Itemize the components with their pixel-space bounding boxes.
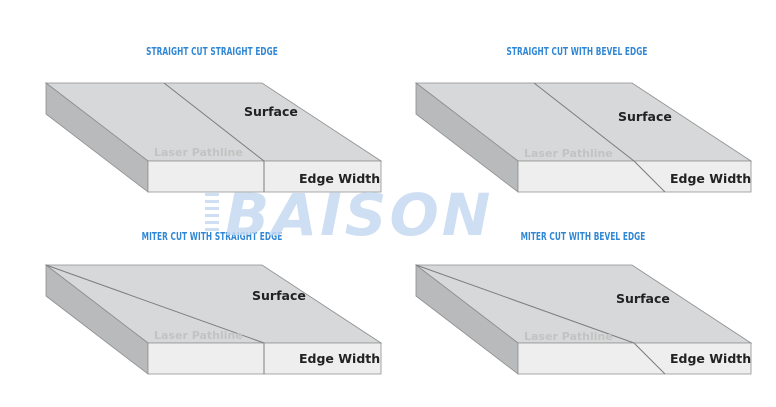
diagram-straight-cut-bevel-edge: Surface Laser Pathline Edge Width <box>414 82 753 193</box>
laser-pathline-label: Laser Pathline <box>154 146 243 159</box>
laser-pathline <box>415 264 635 344</box>
diagram-straight-cut-straight-edge: Surface Laser Pathline Edge Width <box>44 82 383 193</box>
laser-pathline-label: Laser Pathline <box>154 329 243 342</box>
watermark-text: BAISON <box>225 183 493 243</box>
laser-pathline <box>163 82 265 162</box>
watermark-stripes-icon <box>205 193 219 231</box>
laser-pathline <box>45 264 265 344</box>
laser-pathline-label: Laser Pathline <box>524 147 613 160</box>
bevel-edge-line <box>633 342 666 375</box>
edge-width-label: Edge Width <box>670 351 751 366</box>
edge-width-label: Edge Width <box>299 171 380 186</box>
surface-label: Surface <box>252 288 306 303</box>
bevel-edge-line <box>633 160 666 193</box>
block-front-face <box>517 160 752 193</box>
edge-width-label: Edge Width <box>670 171 751 186</box>
panel-title-miter-cut-bevel-edge: MITER CUT WITH BEVEL EDGE <box>520 231 646 243</box>
panel-title-miter-cut-straight-edge: MITER CUT WITH STRAIGHT EDGE <box>141 231 283 243</box>
block-front-face <box>517 342 752 375</box>
surface-label: Surface <box>618 109 672 124</box>
panel-title-straight-cut-straight-edge: STRAIGHT CUT STRAIGHT EDGE <box>146 46 278 58</box>
surface-label: Surface <box>616 291 670 306</box>
baison-watermark: BAISON <box>205 183 493 243</box>
diagram-miter-cut-bevel-edge: Surface Laser Pathline Edge Width <box>414 264 753 375</box>
laser-pathline <box>533 82 635 162</box>
diagram-miter-cut-straight-edge: Surface Laser Pathline Edge Width <box>44 264 383 375</box>
surface-label: Surface <box>244 104 298 119</box>
edge-width-label: Edge Width <box>299 351 380 366</box>
panel-title-straight-cut-bevel-edge: STRAIGHT CUT WITH BEVEL EDGE <box>506 46 648 58</box>
laser-pathline-label: Laser Pathline <box>524 330 613 343</box>
